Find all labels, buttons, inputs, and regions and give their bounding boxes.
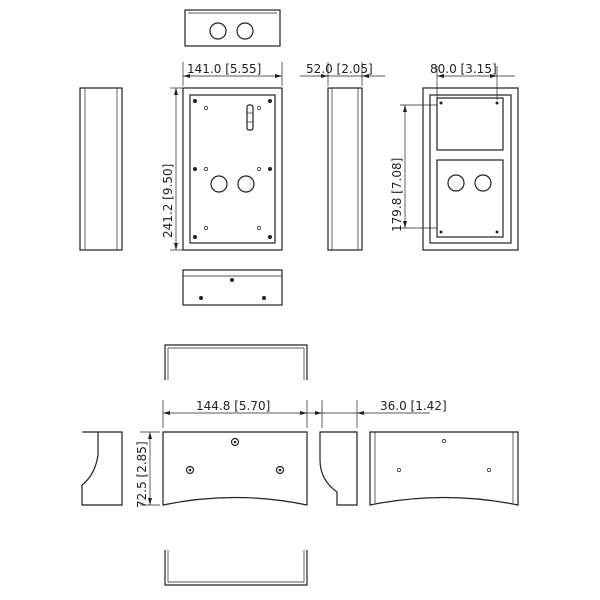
svg-text:36.0 [1.42]: 36.0 [1.42] (380, 399, 447, 413)
bracket-bottom-view (164, 550, 308, 586)
rear-view (422, 87, 519, 251)
panel-height-dimension: 179.8 [7.08] (390, 104, 437, 232)
bracket-depth-dimension: 36.0 [1.42] (300, 399, 447, 428)
bracket-rear-view (369, 431, 519, 506)
bracket-top-view (164, 344, 308, 380)
depth-dimension: 52.0 [2.05] (300, 62, 385, 86)
bracket-side-view-left (81, 431, 123, 506)
bracket-side-view-right (319, 431, 358, 506)
bottom-view (182, 269, 283, 306)
svg-text:144.8 [5.70]: 144.8 [5.70] (196, 399, 270, 413)
left-side-view (79, 87, 123, 251)
svg-text:72.5 [2.85]: 72.5 [2.85] (135, 441, 149, 508)
bracket-front-view (162, 431, 308, 506)
right-side-view (327, 87, 363, 251)
height-dimension: 241.2 [9.50] (161, 87, 183, 251)
svg-text:141.0 [5.55]: 141.0 [5.55] (187, 62, 261, 76)
svg-text:80.0 [3.15]: 80.0 [3.15] (430, 62, 497, 76)
bracket-height-dimension: 72.5 [2.85] (135, 431, 160, 508)
bracket-width-dimension: 144.8 [5.70] (162, 399, 308, 428)
width-dimension: 141.0 [5.55] (182, 62, 283, 86)
svg-text:179.8 [7.08]: 179.8 [7.08] (390, 158, 404, 232)
svg-text:52.0 [2.05]: 52.0 [2.05] (306, 62, 373, 76)
front-view (182, 87, 283, 251)
panel-width-dimension: 80.0 [3.15] (430, 62, 515, 100)
svg-text:241.2 [9.50]: 241.2 [9.50] (161, 164, 175, 238)
top-view (184, 9, 281, 47)
